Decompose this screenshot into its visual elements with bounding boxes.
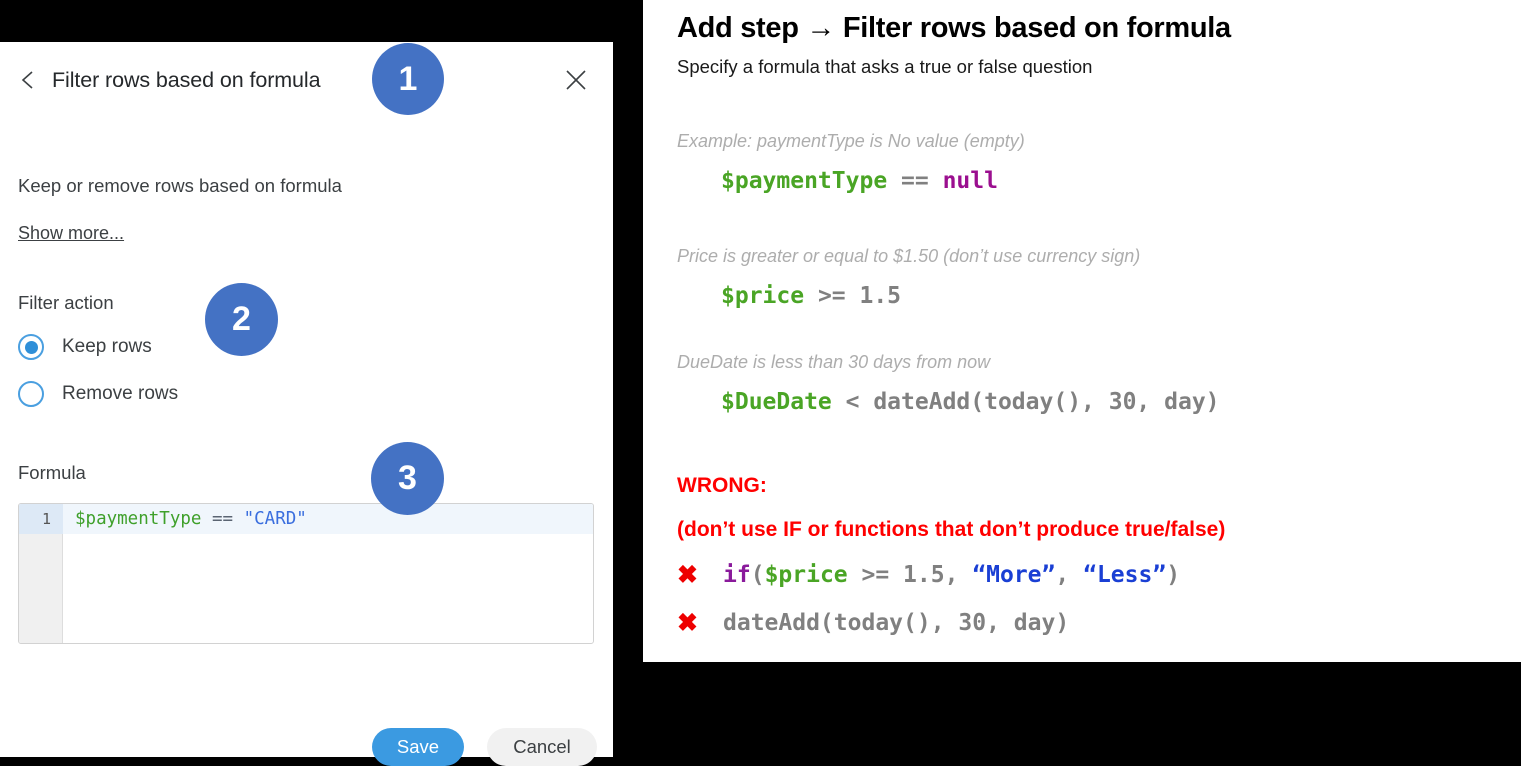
example-code: $price >= 1.5 [721,283,1140,309]
cancel-button[interactable]: Cancel [487,728,597,766]
red-x-icon: ✖ [677,608,698,637]
help-subtitle: Specify a formula that asks a true or fa… [677,56,1093,77]
code-token-operator: == [887,168,943,194]
help-panel: Add step → Filter rows based on formula … [643,0,1521,662]
code-token-number: 1.5 [903,562,945,588]
show-more-link[interactable]: Show more... [18,223,125,243]
example-block-2: Price is greater or equal to $1.50 (don’… [677,246,1140,309]
formula-code-editor[interactable]: 1 $paymentType == "CARD" [18,503,594,644]
callout-badge-3: 3 [371,442,444,515]
wrong-note: (don’t use IF or functions that don’t pr… [677,518,1226,541]
red-x-icon: ✖ [677,560,698,589]
dialog-subtitle: Keep or remove rows based on formula [18,175,342,196]
editor-code-line[interactable]: $paymentType == "CARD" [75,504,307,534]
radio-remove-rows[interactable]: Remove rows [18,381,178,407]
example-caption: Price is greater or equal to $1.50 (don’… [677,246,1141,266]
code-token-string: “More” [972,562,1056,588]
chevron-left-icon[interactable] [16,68,40,92]
formula-label: Formula [18,462,86,483]
filter-rows-dialog: Filter rows based on formula Keep or rem… [0,42,613,766]
save-button[interactable]: Save [372,728,464,766]
example-block-3: DueDate is less than 30 days from now $D… [677,352,1220,415]
radio-keep-rows-label: Keep rows [62,336,152,357]
wrong-example-code: dateAdd(today(), 30, day) [723,610,1069,636]
callout-badge-1: 1 [372,43,444,115]
code-token-paren: ( [750,562,765,588]
radio-keep-rows[interactable]: Keep rows [18,334,152,360]
code-token-variable: $paymentType [721,168,888,194]
code-token-string: "CARD" [243,509,307,529]
code-token-variable: $DueDate [721,389,832,415]
code-token-comma: , [1055,562,1084,588]
code-token-operator: < [831,389,874,415]
example-code: $paymentType == null [721,168,1025,194]
example-caption: DueDate is less than 30 days from now [677,352,991,372]
code-token-string: “Less” [1083,562,1167,588]
example-code: $DueDate < dateAdd(today(), 30, day) [721,389,1220,415]
help-title: Add step → Filter rows based on formula [677,12,1231,44]
example-block-1: Example: paymentType is No value (empty)… [677,131,1025,194]
close-icon[interactable] [563,67,589,93]
code-token-number: 1.5 [859,283,902,309]
code-token-operator: == [201,509,244,529]
editor-line-number: 1 [19,504,63,534]
code-token-variable: $price [721,283,805,309]
code-token-operator: >= [804,283,860,309]
wrong-heading: WRONG: [677,474,767,497]
dialog-title: Filter rows based on formula [52,67,321,92]
filter-action-label: Filter action [18,292,114,313]
code-token-comma: , [944,562,973,588]
radio-remove-rows-label: Remove rows [62,383,179,404]
callout-badge-2: 2 [205,283,278,356]
example-caption: Example: paymentType is No value (empty) [677,131,1025,151]
code-token-operator: >= [847,562,904,588]
code-token-function: dateAdd(today(), 30, day) [723,610,1070,636]
code-token-variable: $paymentType [75,509,202,529]
editor-active-line [19,504,593,534]
code-token-function: dateAdd(today(), 30, day) [873,389,1220,415]
radio-selected-icon [18,334,44,360]
dialog-header: Filter rows based on formula [0,42,613,118]
wrong-example-code: if($price >= 1.5, “More”, “Less”) [723,562,1180,588]
code-token-paren: ) [1166,562,1181,588]
radio-unselected-icon [18,381,44,407]
wrong-example-1: ✖ if($price >= 1.5, “More”, “Less”) [677,562,1180,588]
code-token-null: null [942,168,998,194]
code-token-variable: $price [764,562,848,588]
wrong-example-2: ✖ dateAdd(today(), 30, day) [677,610,1069,636]
code-token-keyword: if [723,562,751,588]
